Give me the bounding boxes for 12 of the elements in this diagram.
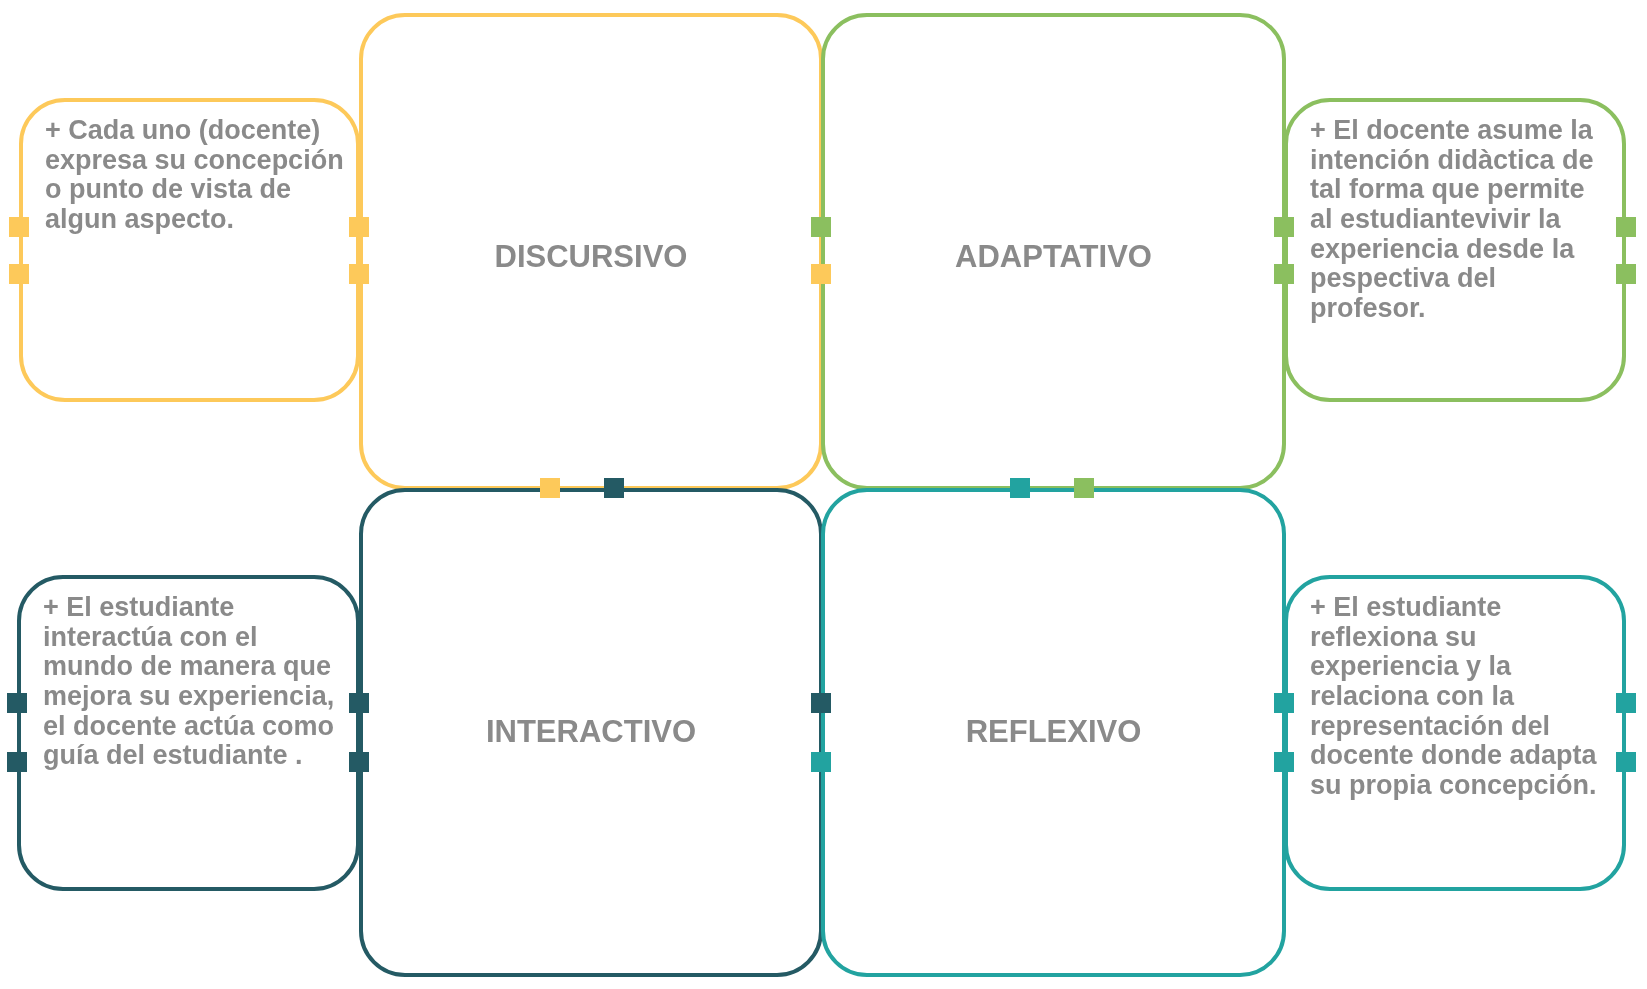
description-text: + El estudiante reflexiona su experiencia y la relaciona con la representación del docente donde adapta su propia concepción.	[1310, 593, 1598, 801]
description-box	[17, 575, 360, 891]
category-title: ADAPTATIVO	[954, 239, 1153, 275]
description-text: + El estudiante interactúa con el mundo de manera que mejora su experiencia, el docente actúa como guía del estudiante .	[43, 593, 336, 772]
description-box	[19, 98, 360, 402]
category-title: REFLEXIVO	[964, 714, 1143, 750]
category-title: INTERACTIVO	[484, 714, 698, 750]
category-title: DISCURSIVO	[493, 239, 689, 275]
description-text: + Cada uno (docente) expresa su concepción o punto de vista de algun aspecto.	[45, 116, 345, 235]
description-box	[1284, 98, 1626, 402]
description-box	[1284, 575, 1626, 891]
description-text: + El docente asume la intención didàctica de tal forma que permite al estudiantevivir la experiencia desde la pespectiva del profesor.	[1310, 116, 1595, 324]
